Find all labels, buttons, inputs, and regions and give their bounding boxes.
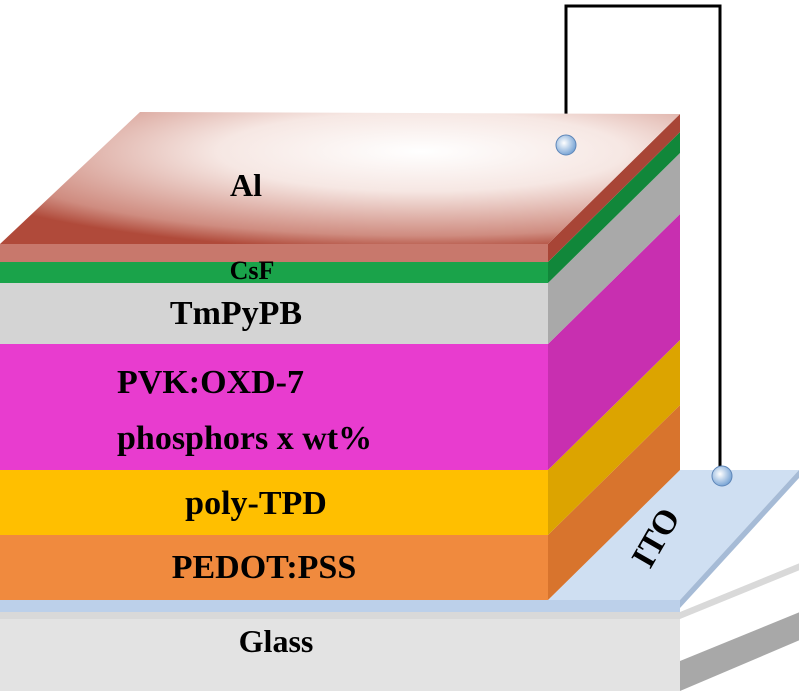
glass-label: Glass <box>239 623 314 659</box>
polytpd-layer-side <box>548 340 680 535</box>
al-label: Al <box>230 167 262 203</box>
anode-contact-point <box>711 465 733 487</box>
al-layer-front <box>0 244 548 262</box>
csf-layer-side <box>548 132 680 283</box>
glass-layer-right-face <box>680 612 799 691</box>
pedot-layer-front <box>0 535 548 600</box>
external-circuit-wire <box>564 4 722 470</box>
tmpypb-layer-side <box>548 153 680 344</box>
ito-layer-top <box>548 470 799 600</box>
csf-layer-front <box>0 262 548 283</box>
ito-layer-front <box>0 600 680 612</box>
ito-layer-right-face <box>680 470 799 608</box>
glass-layer-front <box>0 612 680 691</box>
pvk-label-line2: phosphors x wt% <box>117 420 372 457</box>
tmpypb-label: TmPyPB <box>170 295 302 332</box>
al-layer-side <box>548 114 680 262</box>
pedot-layer-side <box>548 405 680 600</box>
pvk-label-line1: PVK:OXD-7 <box>117 364 304 401</box>
csf-label: CsF <box>230 256 275 285</box>
pvk-layer-front <box>0 344 548 470</box>
pedot-label: PEDOT:PSS <box>172 549 357 586</box>
glass-layer-top-edge <box>0 563 799 619</box>
pvk-layer-side <box>548 214 680 470</box>
cathode-contact-point <box>555 134 577 156</box>
tmpypb-layer-front <box>0 283 548 344</box>
polytpd-label: poly-TPD <box>185 485 327 522</box>
al-layer-top <box>0 112 680 244</box>
polytpd-layer-front <box>0 470 548 535</box>
